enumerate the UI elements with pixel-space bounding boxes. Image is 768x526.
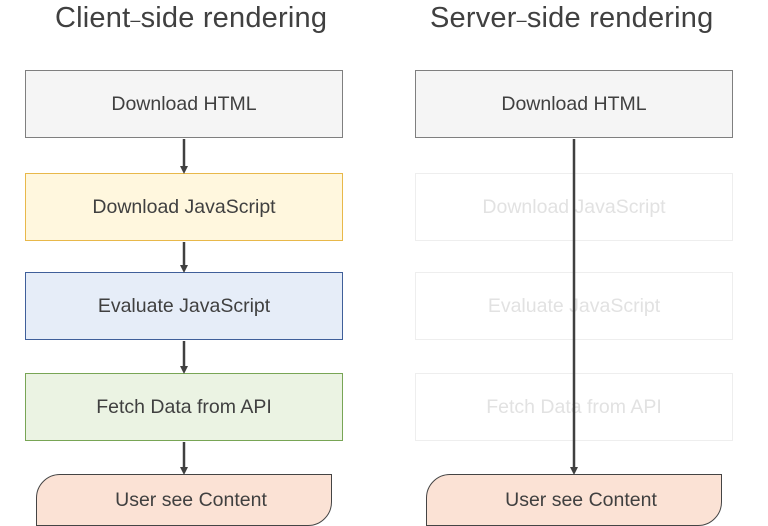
client-title-word: Client	[55, 2, 131, 34]
server-step-download-javascript-skipped: Download JavaScript	[415, 173, 733, 241]
server-step-label: Fetch Data from API	[486, 395, 662, 418]
server-result-label: User see Content	[505, 488, 657, 511]
client-step-label: Evaluate JavaScript	[97, 294, 271, 317]
client-step-fetch-data: Fetch Data from API	[25, 373, 343, 441]
server-step-label: Evaluate JavaScript	[487, 294, 661, 317]
server-title-rest: side rendering	[526, 2, 714, 34]
server-result-user-sees-content: User see Content	[426, 474, 722, 526]
client-result-label: User see Content	[115, 488, 267, 511]
server-step-evaluate-javascript-skipped: Evaluate JavaScript	[415, 272, 733, 340]
client-step-label: Fetch Data from API	[96, 395, 272, 418]
server-step-label: Download HTML	[501, 92, 647, 115]
client-side-title: Client–side rendering	[55, 2, 327, 35]
server-step-label: Download JavaScript	[482, 195, 666, 218]
client-title-separator: –	[130, 10, 141, 30]
server-title-separator: –	[516, 10, 527, 30]
client-step-label: Download JavaScript	[92, 195, 276, 218]
client-step-download-html: Download HTML	[25, 70, 343, 138]
server-step-fetch-data-skipped: Fetch Data from API	[415, 373, 733, 441]
client-step-evaluate-javascript: Evaluate JavaScript	[25, 272, 343, 340]
client-step-label: Download HTML	[111, 92, 257, 115]
server-title-word: Server	[430, 2, 517, 34]
client-result-user-sees-content: User see Content	[36, 474, 332, 526]
client-title-rest: side rendering	[140, 2, 328, 34]
server-side-title: Server–side rendering	[430, 2, 713, 35]
server-step-download-html: Download HTML	[415, 70, 733, 138]
client-step-download-javascript: Download JavaScript	[25, 173, 343, 241]
